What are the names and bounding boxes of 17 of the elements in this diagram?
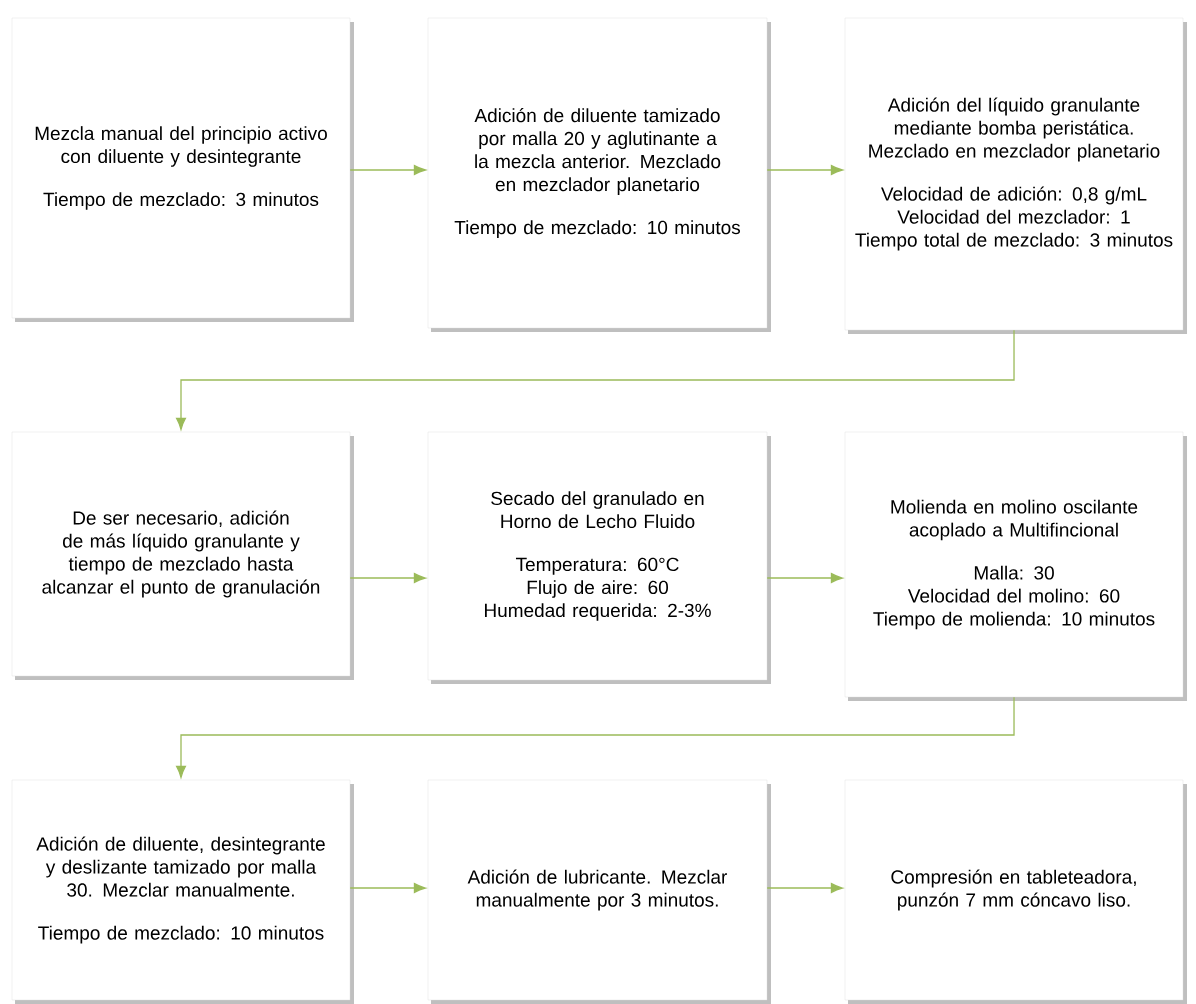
process-box: Adición del líquido granulante mediante bomba peristática. Mezclado en mezclador planetario Velocidad de adición: 0,8 g/mL Velocidad del mezclador: 1 Tiempo total de mezclado: 3 minutos [844, 17, 1187, 334]
arrow [349, 165, 426, 175]
arrow [349, 573, 426, 583]
arrow [176, 329, 1015, 430]
process-box: Molienda en molino oscilante acoplado a Multifincional Malla: 30 Velocidad del molino: 60 Tiempo de molienda: 10 minutos [844, 431, 1187, 701]
process-box: De ser necesario, adición de más líquido granulante y tiempo de mezclado hasta alcanzar el punto de granulación [11, 431, 354, 680]
process-box: Adición de lubricante. Mezclar manualmente por 3 minutos. [427, 779, 771, 1004]
process-box: Adición de diluente tamizado por malla 20 y aglutinante a la mezcla anterior. Mezclado en mezclador planetario Tiempo de mezclado: 10 minutos [427, 17, 771, 332]
arrow [176, 696, 1015, 778]
process-box: Adición de diluente, desintegrante y deslizante tamizado por malla 30. Mezclar manualmente. Tiempo de mezclado: 10 minutos [11, 779, 354, 1004]
arrow [766, 573, 843, 583]
process-box: Compresión en tableteadora, punzón 7 mm cóncavo liso. [844, 779, 1187, 1004]
arrow [766, 165, 843, 175]
process-box: Secado del granulado en Horno de Lecho Fluido Temperatura: 60°C Flujo de aire: 60 Humedad requerida: 2-3% [427, 431, 771, 684]
arrow [349, 883, 426, 893]
process-box: Mezcla manual del principio activo con diluente y desintegrante Tiempo de mezclado: 3 minutos [11, 17, 354, 322]
arrow [766, 883, 843, 893]
